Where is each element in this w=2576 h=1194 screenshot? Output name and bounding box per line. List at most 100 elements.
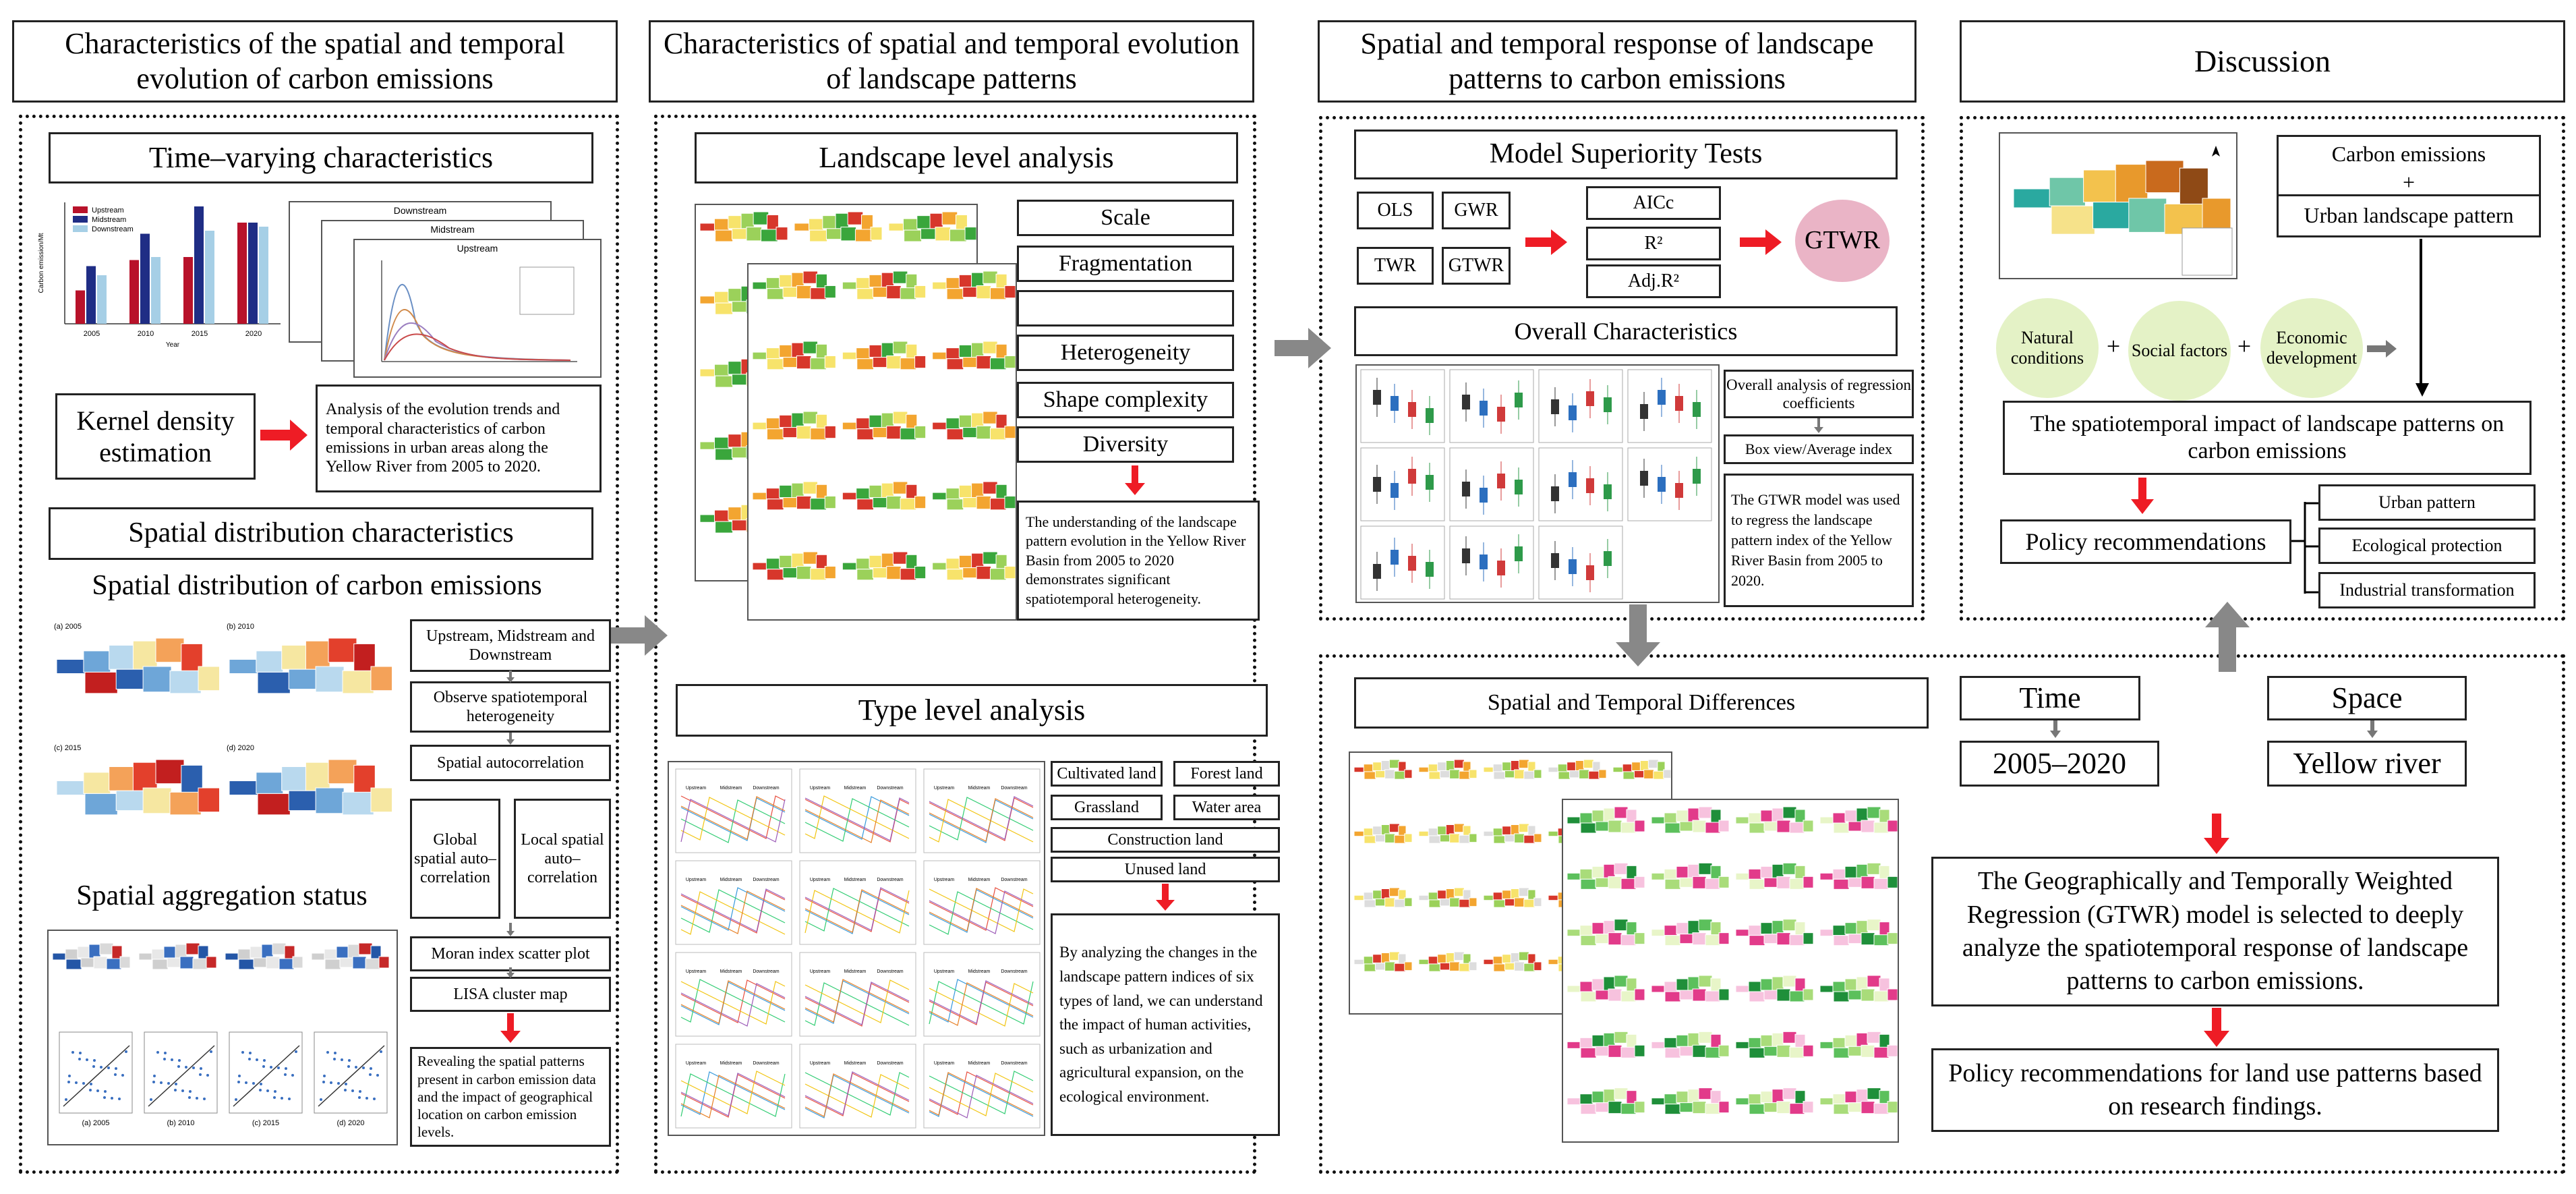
mini-chart-panel-label: Downstream <box>877 786 903 791</box>
scatter-point <box>347 1065 350 1068</box>
index-shape-complexity: Shape complexity <box>1017 382 1234 418</box>
map-region <box>1514 897 1525 907</box>
map-tile <box>842 341 927 370</box>
mini-chart-line <box>804 1073 910 1116</box>
down-arrow-icon <box>2131 478 2154 514</box>
map-region <box>1873 934 1890 946</box>
mini-chart-panel-label: Downstream <box>877 1061 903 1066</box>
small-down-arrow-icon <box>2367 720 2378 738</box>
map-region <box>1749 1104 1765 1115</box>
scatter-point <box>370 1067 372 1070</box>
map-region <box>1651 1098 1666 1106</box>
differences-sheet-front <box>1562 799 1899 1143</box>
boxplot-box <box>1462 482 1470 496</box>
scatter-point <box>263 1059 266 1062</box>
map-region <box>886 565 902 580</box>
map-region <box>1833 935 1850 946</box>
map-region <box>1844 922 1858 935</box>
map-region <box>824 285 836 299</box>
map-region <box>1523 834 1535 844</box>
map-region <box>1856 807 1869 822</box>
map-region <box>1388 887 1400 897</box>
map-region <box>946 428 964 440</box>
scatter-point <box>237 1081 240 1083</box>
map-region <box>311 953 326 961</box>
map-region <box>900 428 917 440</box>
bar <box>86 266 96 324</box>
map-region <box>1579 868 1593 880</box>
overall-analysis-text: Overall analysis of regression coefficie… <box>1726 376 1911 411</box>
map-region <box>1687 807 1700 822</box>
map-region <box>99 942 114 955</box>
mini-chart-line <box>804 983 910 1027</box>
map-tile <box>1735 1031 1814 1058</box>
map-region <box>782 287 798 298</box>
map-region <box>1608 1101 1622 1114</box>
map-tile <box>794 211 883 242</box>
map-region <box>115 669 145 690</box>
map-region <box>765 277 781 289</box>
map-region <box>1873 1103 1890 1115</box>
map-region <box>1664 1104 1681 1115</box>
final-recommendation-box: Policy recommendations for land use patt… <box>1931 1048 2499 1132</box>
map-region <box>1819 1098 1834 1106</box>
type-level-title: Type level analysis <box>676 684 1268 737</box>
map-region <box>983 551 998 565</box>
map-region <box>1803 1044 1814 1057</box>
scatter-point <box>103 1096 106 1099</box>
map-region <box>1867 919 1881 932</box>
map-region <box>1567 1098 1581 1106</box>
scatter-point <box>252 1082 255 1085</box>
land-type-text: Construction land <box>1107 830 1223 849</box>
map-region <box>1735 985 1750 993</box>
spatial-distribution-subtitle: Spatial distribution of carbon emissions <box>92 570 542 601</box>
kernel-analysis-box: Analysis of the evolution trends and tem… <box>316 385 602 492</box>
time-varying-title: Time–varying characteristics <box>49 132 593 183</box>
map-region <box>1664 822 1681 834</box>
small-down-arrow-icon <box>506 923 515 936</box>
legend-label: Midstream <box>92 216 126 224</box>
map-region <box>1580 1104 1597 1115</box>
map-region <box>766 499 784 511</box>
map-region <box>1580 878 1597 890</box>
map-region <box>1718 876 1730 888</box>
mini-chart-line <box>680 980 786 1024</box>
map-region <box>1598 769 1607 779</box>
criterion-text: AICc <box>1633 192 1674 214</box>
map-region <box>842 281 858 290</box>
scatter-point <box>376 1074 379 1077</box>
map-region <box>1428 892 1438 901</box>
model-tests-title: Model Superiority Tests <box>1354 130 1898 179</box>
map-region <box>1749 935 1765 946</box>
map-region <box>179 956 194 969</box>
map-region <box>920 228 937 240</box>
map-region <box>962 287 978 298</box>
map-region <box>699 295 716 304</box>
column-header-discussion: Discussion <box>1960 20 2565 103</box>
map-region <box>1510 952 1520 963</box>
map-region <box>1567 872 1581 880</box>
map-region <box>1614 1031 1629 1044</box>
map-region <box>958 555 973 569</box>
type-level-title-text: Type level analysis <box>858 693 1086 727</box>
map-region <box>257 671 291 694</box>
map-region <box>1483 766 1494 773</box>
boxplot-box <box>1604 484 1612 499</box>
policy-item-text: Urban pattern <box>2378 492 2476 512</box>
gtwr-result-text: GTWR <box>1805 226 1880 255</box>
criterion-text: R² <box>1644 233 1663 254</box>
map-region <box>1819 872 1834 880</box>
mini-chart-line <box>680 889 786 933</box>
map-region <box>175 944 187 959</box>
boxplot-box <box>1426 562 1434 577</box>
mini-chart-frame <box>799 860 916 945</box>
scatter-point <box>203 1098 206 1100</box>
column-header-text: Characteristics of spatial and temporal … <box>663 27 1240 95</box>
map-region <box>1614 1087 1629 1100</box>
map-region <box>779 274 793 288</box>
map-region <box>1687 1089 1700 1104</box>
map-region <box>1492 956 1503 965</box>
map-region <box>1510 888 1520 899</box>
land-type-text: Grassland <box>1074 798 1139 816</box>
map-region <box>1856 863 1869 878</box>
